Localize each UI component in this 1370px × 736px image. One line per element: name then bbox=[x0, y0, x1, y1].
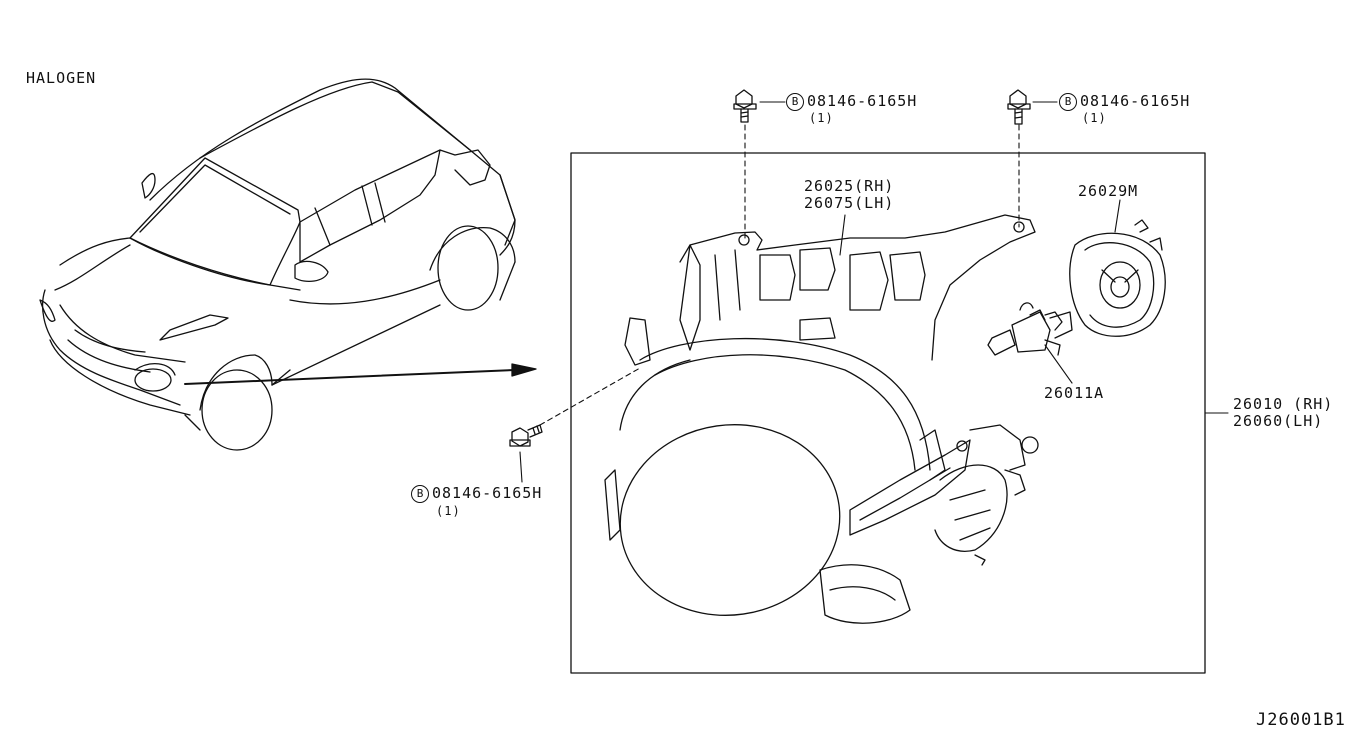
bolt-mark-badge: B bbox=[786, 93, 804, 111]
bolt-part-number: 08146-6165H bbox=[432, 484, 543, 502]
bolt-icon bbox=[509, 424, 543, 447]
leader-lines bbox=[519, 101, 1229, 483]
bolt-mark-badge: B bbox=[1059, 93, 1077, 111]
bulb-part-number: 26011A bbox=[1044, 384, 1105, 402]
bolt-quantity: (1) bbox=[1082, 111, 1107, 125]
assembly-part-lh: 26060(LH) bbox=[1233, 412, 1324, 430]
diagram-id: J26001B1 bbox=[1256, 710, 1346, 730]
bolt-part-number: 08146-6165H bbox=[1080, 92, 1191, 110]
bolt-quantity: (1) bbox=[809, 111, 834, 125]
cap-part-number: 26029M bbox=[1078, 182, 1139, 200]
housing-part-rh: 26025(RH) bbox=[804, 177, 895, 195]
bolt-part-number: 08146-6165H bbox=[807, 92, 918, 110]
bolt-icon bbox=[733, 89, 757, 123]
headlamp-housing bbox=[604, 214, 1039, 624]
variant-label: HALOGEN bbox=[26, 69, 97, 87]
bolt-icon bbox=[1007, 89, 1031, 125]
cap-icon bbox=[1069, 219, 1166, 337]
direction-arrow bbox=[184, 363, 537, 385]
car-illustration bbox=[39, 78, 516, 451]
bulb-icon bbox=[987, 302, 1073, 356]
bolt-mark-badge: B bbox=[411, 485, 429, 503]
housing-part-lh: 26075(LH) bbox=[804, 194, 895, 212]
assembly-part-rh: 26010 (RH) bbox=[1233, 395, 1334, 413]
bolt-quantity: (1) bbox=[436, 504, 461, 518]
